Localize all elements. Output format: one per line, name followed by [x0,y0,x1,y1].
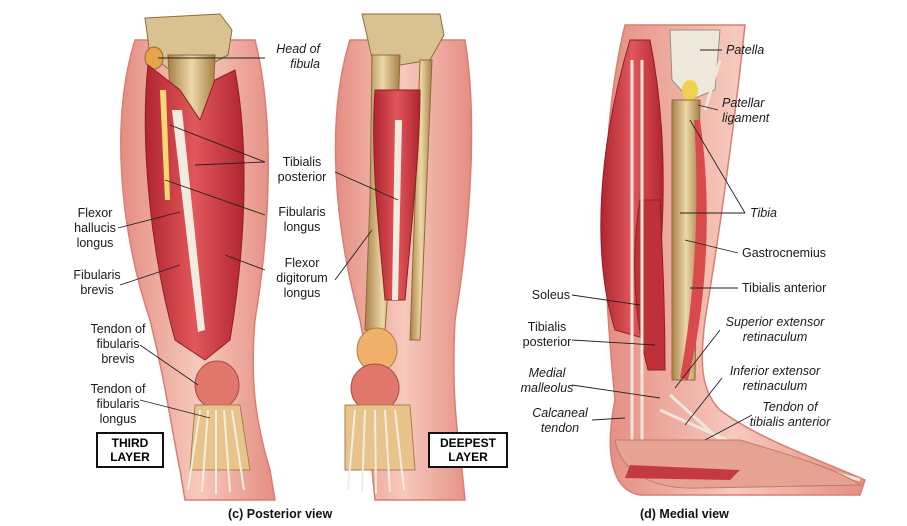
label-tibialis-anterior: Tibialis anterior [742,281,827,295]
label-tibialis-posterior-left: Tibialis posterior [277,155,327,184]
label-tibialis-posterior-medial: Tibialis posterior [522,320,572,349]
badge-third-layer: THIRD LAYER [96,432,164,468]
label-tibia: Tibia [750,206,777,220]
leg-deepest-layer [334,13,473,501]
label-patella: Patella [726,43,765,57]
leg1-calcaneus [194,360,240,410]
label-gastrocnemius: Gastrocnemius [742,246,827,260]
label-flexor-digitorum-longus: Flexor digitorum longus [276,256,328,300]
leg2-tendon-lines [347,409,405,495]
label-fibularis-longus: Fibularis longus [278,205,326,234]
label-patellar-ligament: Patellar ligament [722,96,770,125]
caption-medial-view: (d) Medial view [640,507,729,521]
leg3-abductor [625,465,740,480]
label-head-of-fibula: Head of fibula [276,42,320,71]
leg2-tendon-strip [392,120,402,300]
leg1-muscle-mass [144,64,245,361]
label-flexor-hallucis-longus: Flexor hallucis longus [74,206,116,250]
badge-deepest-layer: DEEPEST LAYER [428,432,508,468]
leg2-fibula [409,59,433,341]
label-fibularis-brevis: Fibularis brevis [73,268,121,297]
label-calcaneal-tendon: Calcaneal tendon [532,406,588,435]
leg1-tendon-strip [172,110,205,332]
leg3-fat-pad [682,80,698,100]
label-tendon-tibialis-anterior: Tendon of tibialis anterior [749,400,831,429]
label-medial-malleolus: Medial malleolus [520,366,574,395]
leg1-tendon-strip-2 [160,90,170,200]
leader-lines [117,49,753,441]
label-tendon-fibularis-longus: Tendon of fibularis longus [90,382,146,426]
leg3-tendon-lines [630,59,861,482]
label-soleus: Soleus [531,288,570,302]
leg3-tibialis-anterior [680,120,707,380]
leg3-patella [669,29,721,101]
label-tendon-fibularis-brevis: Tendon of fibularis brevis [90,322,146,366]
label-superior-extensor-retinaculum: Superior extensor retinaculum [725,315,825,344]
caption-posterior-view: (c) Posterior view [228,507,333,521]
label-inferior-extensor-retinaculum: Inferior extensor retinaculum [729,364,821,393]
leg1-tendon-lines [187,409,245,494]
leg-third-layer [120,13,276,501]
